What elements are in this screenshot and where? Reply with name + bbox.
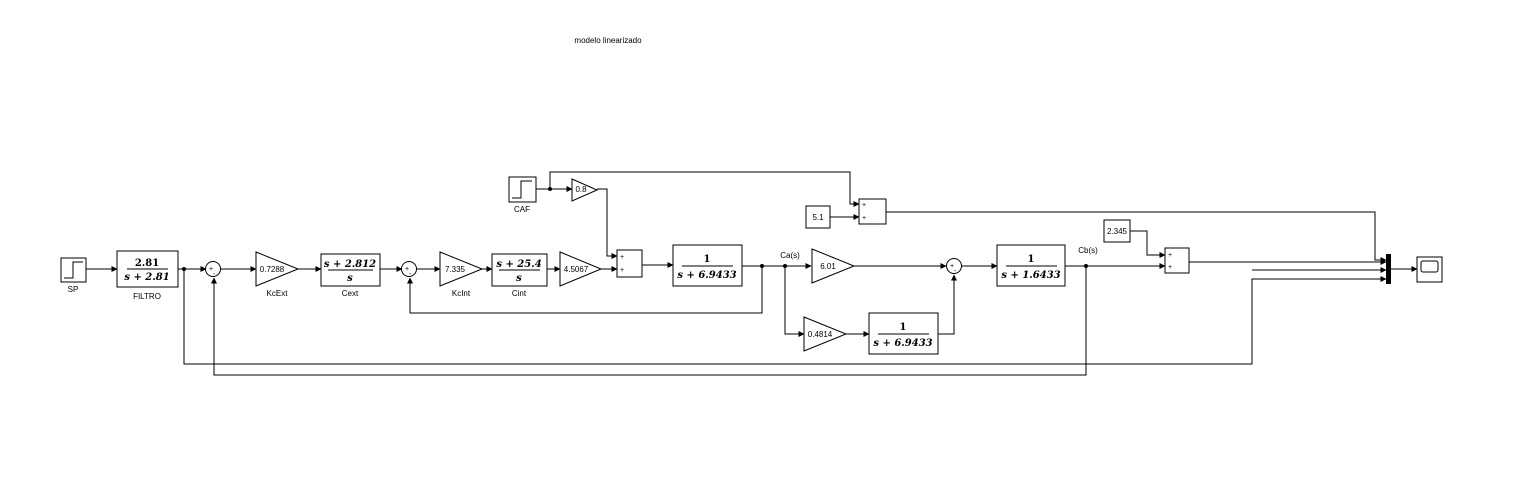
kcext-gain[interactable]: 0.7288 KcExt: [255, 251, 300, 298]
cext-num: s + 2.812: [324, 259, 376, 270]
sum1-plus: +: [209, 266, 213, 273]
cint-transfer-fcn[interactable]: s + 25.4 s Cint: [491, 253, 548, 298]
sum2-minus: -: [409, 271, 412, 278]
sum-block-6[interactable]: + +: [1164, 247, 1190, 274]
sum-block-1[interactable]: + -: [205, 261, 221, 279]
cint-label: Cint: [512, 289, 527, 298]
lower-transfer-fcn[interactable]: 1 s + 6.9433: [868, 312, 939, 355]
gain-0-8[interactable]: 0.8: [571, 178, 599, 202]
gain-0-4814[interactable]: 0.4814: [803, 316, 848, 352]
cint-den: s: [516, 273, 522, 284]
filtro-den: s + 2.81: [124, 272, 169, 283]
filtro-transfer-fcn[interactable]: 2.81 s + 2.81 FILTRO: [116, 250, 179, 301]
kcint-label: KcInt: [452, 289, 471, 298]
mux-block[interactable]: [1386, 254, 1391, 284]
tf-ca-num: 1: [704, 254, 711, 265]
cext-transfer-fcn[interactable]: s + 2.812 s Cext: [320, 253, 381, 298]
cint-num: s + 25.4: [496, 259, 541, 270]
cext-den: s: [347, 273, 353, 284]
scope-block[interactable]: [1416, 256, 1443, 283]
cb-transfer-fcn[interactable]: 1 s + 1.6433: [996, 244, 1066, 287]
constant-2-345[interactable]: 2.345: [1103, 219, 1131, 243]
sum-block-2[interactable]: + -: [401, 261, 417, 279]
sp-step-block[interactable]: SP: [60, 257, 87, 294]
tf-cb-den: s + 1.6433: [1001, 270, 1060, 281]
kcint-gain[interactable]: 7.335 KcInt: [439, 251, 484, 298]
constant-5-1[interactable]: 5.1: [805, 205, 831, 229]
sum5-plus-top: +: [862, 202, 866, 209]
sum6-plus-bottom: +: [1168, 264, 1172, 271]
caf-label: CAF: [514, 205, 530, 214]
sum-block-5[interactable]: + +: [858, 198, 887, 225]
gain-45067-value: 4.5067: [564, 265, 589, 274]
sum4-plus: +: [950, 263, 954, 270]
const-2345-value: 2.345: [1107, 227, 1128, 236]
sum3-plus-top: +: [620, 254, 624, 261]
gain-08-value: 0.8: [575, 185, 587, 194]
gain-6-01[interactable]: 6.01: [811, 248, 856, 284]
signal-wires: [86, 171, 1418, 376]
sp-label: SP: [68, 285, 79, 294]
tf-lower-den: s + 6.9433: [873, 338, 932, 349]
filtro-label: FILTRO: [133, 292, 161, 301]
tf-cb-num: 1: [1028, 254, 1035, 265]
cext-label: Cext: [342, 289, 359, 298]
tf-ca-den: s + 6.9433: [677, 270, 736, 281]
gain-4-5067[interactable]: 4.5067: [559, 251, 603, 287]
kcint-value: 7.335: [445, 265, 466, 274]
sum3-plus-bottom: +: [620, 267, 624, 274]
const-51-value: 5.1: [812, 213, 824, 222]
tf-lower-num: 1: [900, 322, 907, 333]
sum-block-4[interactable]: + -: [946, 258, 962, 276]
diagram-title: modelo linearizado: [574, 36, 642, 45]
sum5-plus-bottom: +: [862, 215, 866, 222]
gain-601-value: 6.01: [820, 262, 836, 271]
ca-signal-label: Ca(s): [780, 251, 800, 260]
sum4-minus: -: [954, 268, 957, 275]
junction-dots: [182, 187, 1088, 271]
sum6-plus-top: +: [1168, 252, 1172, 259]
caf-step-block[interactable]: CAF: [508, 176, 537, 214]
filtro-num: 2.81: [135, 258, 159, 269]
sum1-minus: -: [213, 271, 216, 278]
ca-transfer-fcn[interactable]: 1 s + 6.9433: [672, 244, 743, 287]
sum-block-3[interactable]: + +: [616, 249, 643, 278]
cb-signal-label: Cb(s): [1078, 246, 1098, 255]
kcext-value: 0.7288: [260, 265, 285, 274]
sum2-plus: +: [405, 266, 409, 273]
gain-04814-value: 0.4814: [808, 330, 833, 339]
kcext-label: KcExt: [267, 289, 289, 298]
